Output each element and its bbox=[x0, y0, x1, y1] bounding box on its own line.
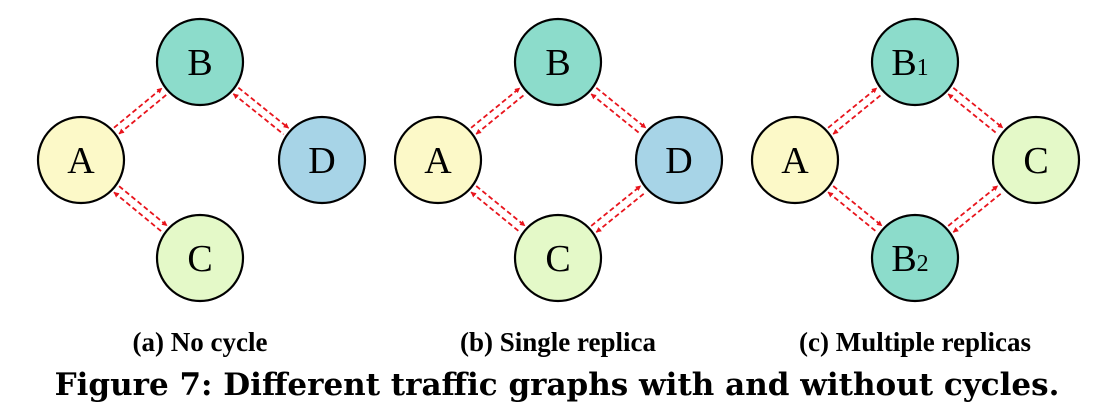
node-label: A bbox=[781, 140, 809, 182]
edge-arrow-a-b1-backward bbox=[832, 93, 883, 135]
edge-arrow-a-c-forward bbox=[118, 185, 168, 227]
edge-arrow-a-c-forward bbox=[475, 185, 526, 227]
node-a: A bbox=[36, 115, 126, 205]
node-d: D bbox=[634, 115, 724, 205]
edges bbox=[827, 87, 1004, 233]
node-b2: B2 bbox=[870, 213, 960, 303]
edge-arrow-b2-c-forward bbox=[947, 185, 999, 227]
panel-caption-a: (a) No cycle bbox=[133, 327, 268, 357]
edge-arrow-b-d-backward bbox=[590, 93, 642, 135]
node-circle bbox=[155, 17, 245, 107]
edge-arrow-b-d-forward bbox=[595, 87, 647, 129]
node-label: D bbox=[665, 140, 692, 182]
node-circle bbox=[513, 213, 603, 303]
edge-arrow-c-d-backward bbox=[595, 191, 647, 233]
edge-arrow-a-c-backward bbox=[113, 191, 163, 233]
panel-caption-c: (c) Multiple replicas bbox=[799, 327, 1031, 357]
node-a: A bbox=[750, 115, 840, 205]
panel-no-cycle: A B C D bbox=[36, 17, 367, 303]
node-label: B1 bbox=[891, 42, 928, 84]
node-b: B bbox=[155, 17, 245, 107]
node-label: B bbox=[187, 42, 212, 84]
edge-arrow-a-b1-forward bbox=[827, 87, 878, 129]
node-circle bbox=[991, 115, 1081, 205]
node-label: C bbox=[545, 238, 570, 280]
node-b: B bbox=[513, 17, 603, 107]
node-label: B bbox=[545, 42, 570, 84]
node-label: A bbox=[424, 140, 452, 182]
node-c: C bbox=[991, 115, 1081, 205]
node-label: C bbox=[187, 238, 212, 280]
node-circle bbox=[870, 17, 960, 107]
edge-arrow-a-b-forward bbox=[113, 87, 163, 129]
panel-caption-b: (b) Single replica bbox=[460, 327, 657, 357]
edges bbox=[470, 87, 647, 233]
node-circle bbox=[393, 115, 483, 205]
node-circle bbox=[634, 115, 724, 205]
node-b1: B1 bbox=[870, 17, 960, 107]
edges bbox=[113, 86, 290, 233]
node-circle bbox=[870, 213, 960, 303]
panel-single-replica: A B C D bbox=[393, 17, 724, 303]
edge-arrow-a-c-backward bbox=[470, 191, 521, 233]
edge-arrow-b1-c-backward bbox=[947, 93, 999, 135]
node-a: A bbox=[393, 115, 483, 205]
edge-arrow-b-d-forward bbox=[237, 86, 290, 129]
edge-arrow-a-b2-backward bbox=[827, 191, 878, 233]
node-label: D bbox=[308, 140, 335, 182]
node-c: C bbox=[513, 213, 603, 303]
node-c: C bbox=[155, 213, 245, 303]
edge-arrow-a-b-backward bbox=[475, 93, 526, 135]
node-label: A bbox=[67, 140, 95, 182]
edge-arrow-a-b-backward bbox=[118, 93, 168, 135]
node-circle bbox=[155, 213, 245, 303]
edge-arrow-b-d-backward bbox=[232, 93, 285, 136]
node-d: D bbox=[277, 115, 367, 205]
node-label: C bbox=[1023, 140, 1048, 182]
node-circle bbox=[277, 115, 367, 205]
figure-caption: Figure 7: Different traffic graphs with … bbox=[55, 367, 1060, 403]
edge-arrow-b1-c-forward bbox=[952, 87, 1004, 129]
edge-arrow-b2-c-backward bbox=[952, 191, 1004, 233]
edge-arrow-c-d-forward bbox=[590, 185, 642, 227]
edge-arrow-a-b2-forward bbox=[832, 185, 883, 227]
node-circle bbox=[36, 115, 126, 205]
node-circle bbox=[513, 17, 603, 107]
node-label: B2 bbox=[891, 238, 928, 280]
panel-multiple-replicas: A B1C B2 bbox=[750, 17, 1081, 303]
edge-arrow-a-b-forward bbox=[470, 87, 521, 129]
node-circle bbox=[750, 115, 840, 205]
